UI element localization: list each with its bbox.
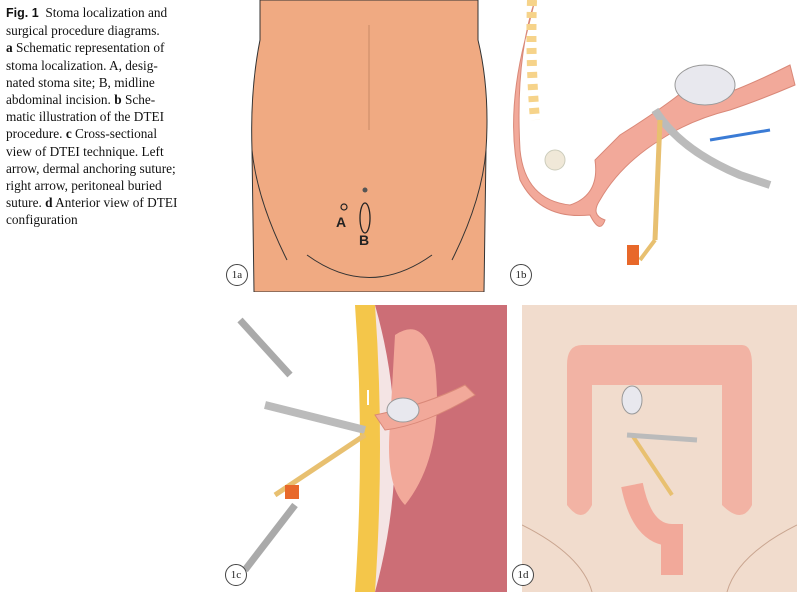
caption-text: Anterior view of DTEI: [55, 195, 178, 211]
caption-text: suture.: [6, 195, 42, 211]
panel-1a-torso: A B 1a: [226, 0, 507, 292]
dtei-procedure-illustration: [513, 0, 796, 265]
caption-text: stoma localization. A, desig-: [6, 57, 158, 73]
caption-text: Stoma localization and: [45, 5, 168, 20]
panel-label-1a: 1a: [226, 264, 248, 286]
panel-label-1d: 1d: [512, 564, 534, 586]
panel-1b-dtei-procedure: 1b: [510, 0, 799, 292]
panel-1c-cross-section: 1c: [225, 305, 507, 592]
panel-1d-anterior-view: 1d: [512, 305, 797, 592]
caption-text: matic illustration of the DTEI: [6, 109, 165, 125]
caption-letter: d: [45, 195, 53, 211]
caption-text: Schematic representation of: [15, 40, 165, 56]
figure-caption: Fig. 1 Stoma localization and surgical p…: [6, 4, 231, 229]
torso-illustration: [251, 0, 488, 292]
site-b-label: B: [359, 232, 370, 248]
anterior-view-illustration: [522, 345, 797, 592]
caption-text: nated stoma site; B, midline: [6, 74, 155, 90]
caption-text: right arrow, peritoneal buried: [6, 178, 162, 194]
site-a-label: A: [336, 214, 347, 230]
caption-text: surgical procedure diagrams.: [6, 23, 160, 39]
panel-label-1c: 1c: [225, 564, 247, 586]
caption-text: Sche-: [124, 92, 156, 108]
panel-label-1b: 1b: [510, 264, 532, 286]
caption-letter: b: [114, 92, 122, 108]
caption-text: abdominal incision.: [6, 92, 111, 108]
figure-label: Fig. 1: [6, 6, 39, 20]
cross-section-illustration: [237, 305, 507, 592]
caption-text: configuration: [6, 212, 78, 228]
caption-text: Cross-sectional: [75, 126, 158, 142]
caption-letter: c: [65, 126, 72, 142]
caption-text: view of DTEI technique. Left: [6, 143, 164, 159]
caption-text: arrow, dermal anchoring suture;: [6, 160, 176, 176]
caption-letter: a: [6, 40, 13, 56]
caption-text: procedure.: [6, 126, 63, 142]
